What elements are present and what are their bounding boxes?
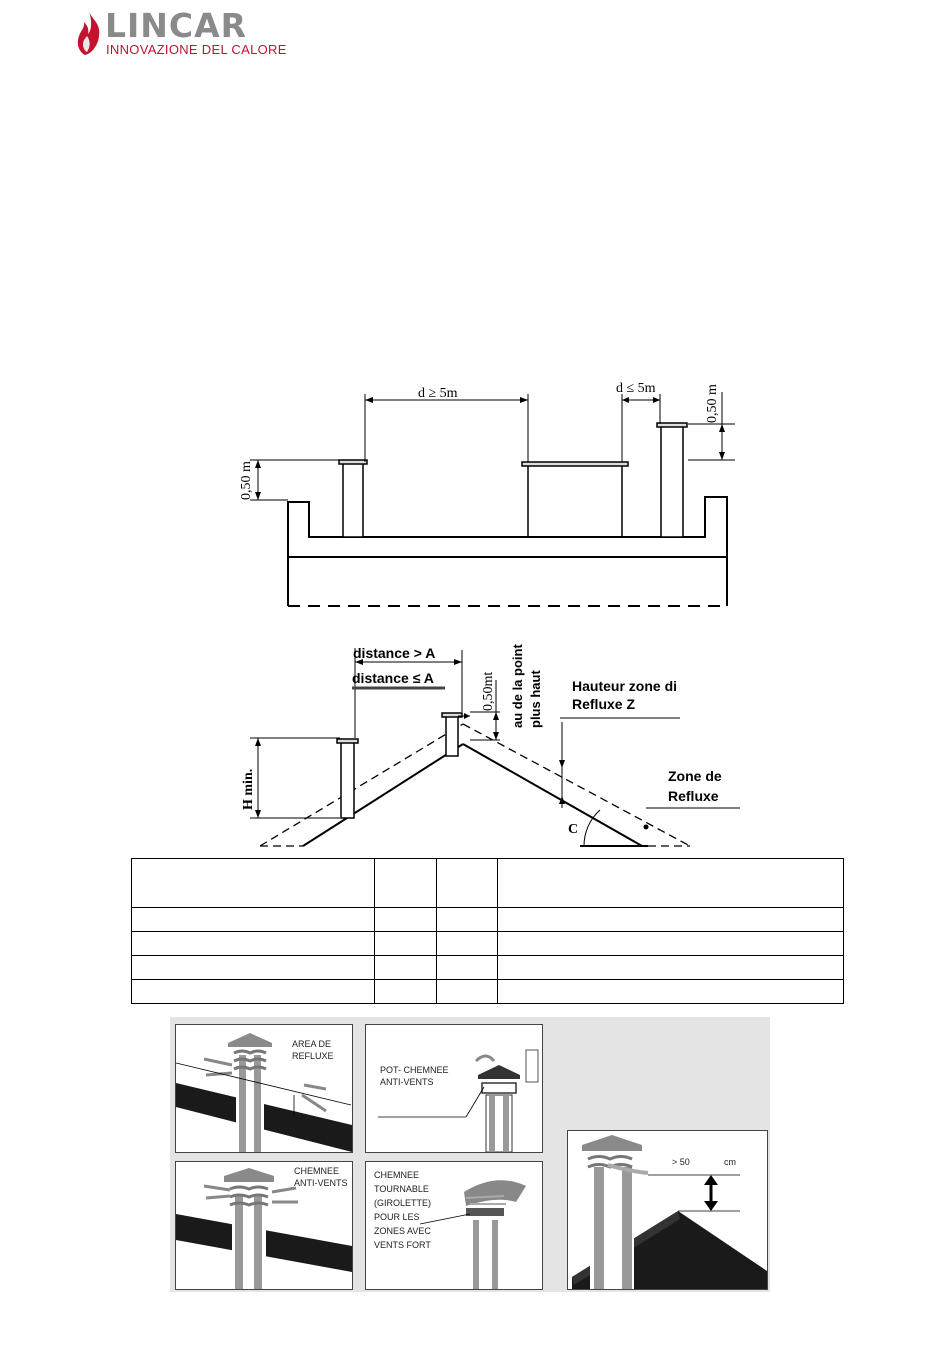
chimney-ridge bbox=[445, 715, 459, 757]
table-cell bbox=[435, 931, 499, 956]
panel3-label-2: ANTI-VENTS bbox=[294, 1178, 348, 1188]
pitched-roof-diagram: distance > A distance ≤ A 0,50mt au de l… bbox=[241, 644, 740, 847]
table-row bbox=[131, 955, 844, 980]
table-cell bbox=[373, 858, 437, 908]
logo-brand: LINCAR bbox=[105, 6, 248, 45]
panel4-label-6: VENTS FORT bbox=[374, 1240, 431, 1250]
table-cell bbox=[373, 931, 437, 956]
panel4-label-5: ZONES AVEC bbox=[374, 1226, 431, 1236]
panel2-label-2: ANTI-VENTS bbox=[380, 1077, 434, 1087]
table-cell bbox=[131, 955, 375, 980]
table-cell bbox=[131, 907, 375, 932]
label-distance-gt: distance > A bbox=[353, 645, 435, 661]
table-cell bbox=[435, 955, 499, 980]
label-zone-height-2: Refluxe Z bbox=[572, 696, 635, 712]
label-zone-2: Refluxe bbox=[668, 788, 719, 804]
label-height-right: 0,50 m bbox=[705, 384, 720, 423]
panel5-measure: > 50 bbox=[672, 1157, 690, 1167]
table-cell bbox=[131, 979, 375, 1004]
label-angle: C bbox=[568, 822, 578, 837]
table-cell bbox=[373, 907, 437, 932]
lincar-logo: LINCAR INNOVAZIONE DEL CALORE bbox=[75, 6, 287, 57]
panel5-unit: cm bbox=[724, 1157, 736, 1167]
spec-table bbox=[131, 858, 844, 1004]
chimney-low bbox=[340, 741, 355, 819]
label-above-point-2: plus haut bbox=[528, 670, 543, 728]
panel3-label-1: CHEMNEE bbox=[294, 1166, 339, 1176]
table-row bbox=[131, 907, 844, 932]
table-cell bbox=[497, 931, 844, 956]
chimney-left bbox=[342, 462, 364, 538]
label-h-min: H min. bbox=[241, 769, 256, 810]
panel2-label-1: POT- CHEMNEE bbox=[380, 1065, 449, 1075]
flat-roof-diagram: d ≥ 5m d ≤ 5m 0,50 m 0,50 m bbox=[239, 381, 735, 607]
table-cell bbox=[373, 955, 437, 980]
panel4-label-2: TOURNABLE bbox=[374, 1184, 429, 1194]
table-cell bbox=[497, 979, 844, 1004]
table-cell bbox=[497, 955, 844, 980]
chimney-middle-ridge bbox=[528, 464, 622, 537]
table-cell bbox=[435, 907, 499, 932]
panel-anti-wind-pot: POT- CHEMNEE ANTI-VENTS bbox=[365, 1024, 543, 1153]
panel1-label-1: AREA DE bbox=[292, 1039, 331, 1049]
label-height-top: 0,50mt bbox=[481, 672, 496, 711]
label-zone-height-1: Hauteur zone di bbox=[572, 678, 677, 694]
panel4-label-1: CHEMNEE bbox=[374, 1170, 419, 1180]
label-zone-1: Zone de bbox=[668, 768, 722, 784]
flame-icon bbox=[77, 12, 100, 55]
table-row bbox=[131, 931, 844, 956]
panel4-label-4: POUR LES bbox=[374, 1212, 420, 1222]
label-height-left: 0,50 m bbox=[239, 461, 254, 500]
label-distance-near: d ≤ 5m bbox=[616, 381, 656, 396]
table-cell bbox=[497, 858, 844, 908]
panel1-label-2: REFLUXE bbox=[292, 1051, 334, 1061]
label-above-point-1: au de la point bbox=[510, 644, 525, 728]
chimney-cap-illustrations: AREA DE REFLUXE POT- CHEMNEE ANTI-VENTS bbox=[170, 1017, 770, 1292]
chimney-right bbox=[660, 425, 684, 538]
panel4-label-3: (GIROLETTE) bbox=[374, 1198, 431, 1208]
panel-reflux-area: AREA DE REFLUXE bbox=[175, 1024, 353, 1153]
table-cell bbox=[497, 907, 844, 932]
table-row bbox=[131, 979, 844, 1004]
logo-tagline: INNOVAZIONE DEL CALORE bbox=[106, 42, 287, 57]
panel-height-above-ridge: > 50 cm bbox=[567, 1130, 768, 1290]
table-cell bbox=[435, 979, 499, 1004]
table-cell bbox=[131, 858, 375, 908]
table-cell bbox=[131, 931, 375, 956]
panel-rotating-chimney: CHEMNEE TOURNABLE (GIROLETTE) POUR LES Z… bbox=[365, 1161, 543, 1290]
label-distance-le: distance ≤ A bbox=[352, 670, 434, 686]
table-header-row bbox=[131, 858, 844, 908]
label-distance-far: d ≥ 5m bbox=[418, 386, 458, 401]
table-cell bbox=[435, 858, 499, 908]
table-cell bbox=[373, 979, 437, 1004]
panel-anti-wind-chimney: CHEMNEE ANTI-VENTS bbox=[175, 1161, 353, 1290]
